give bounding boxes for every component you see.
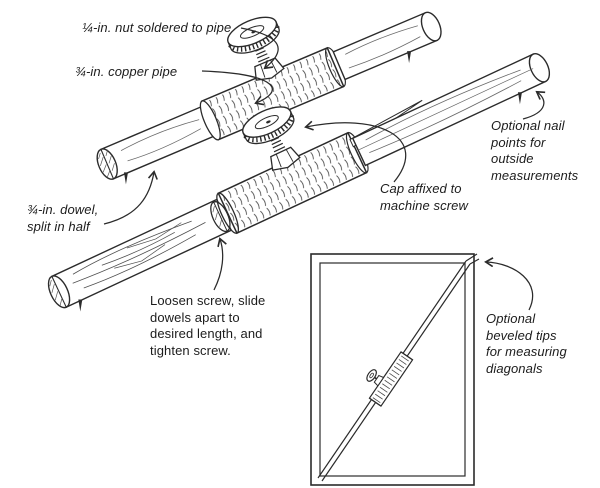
label-beveled-tips: Optional beveled tips for measuring diag… — [486, 311, 567, 376]
inset-tool — [366, 351, 414, 407]
lower-left-nail-point — [78, 299, 83, 312]
upper-right-dowel — [332, 11, 442, 81]
lower-left-dowel — [47, 198, 233, 309]
arrow-to-nail-point — [522, 92, 544, 120]
lower-copper-pipe — [216, 131, 369, 235]
upper-right-nail-point — [407, 51, 412, 64]
label-copper-pipe: ¾-in. copper pipe — [75, 64, 178, 79]
upper-left-nail-point — [123, 172, 128, 185]
lower-right-nail-point — [517, 92, 522, 105]
label-instructions: Loosen screw, slide dowels apart to desi… — [150, 293, 266, 358]
label-nail-points: Optional nail points for outside measure… — [491, 118, 579, 183]
arrow-to-nut — [240, 27, 279, 68]
arrow-to-beveled-tip — [486, 262, 534, 311]
lower-right-dowel — [351, 53, 551, 167]
beveled-tip-mark — [465, 253, 478, 262]
arrow-to-screw-junction — [213, 239, 223, 291]
label-dowel-split: ¾-in. dowel, split in half — [27, 202, 99, 234]
arrow-to-cap — [306, 123, 407, 183]
label-cap-screw: Cap affixed to machine screw — [380, 181, 468, 213]
leader-arrows — [103, 27, 544, 311]
upper-left-dowel — [96, 102, 223, 180]
upper-copper-pipe — [199, 46, 346, 141]
arrow-to-dowel — [103, 172, 154, 225]
frame-diagonal-inset — [310, 253, 480, 486]
lower-measuring-stick — [47, 53, 551, 312]
upper-measuring-stick — [96, 0, 442, 185]
label-nut-soldered: ¼-in. nut soldered to pipe — [82, 20, 232, 35]
arrow-to-pipe — [201, 70, 273, 103]
